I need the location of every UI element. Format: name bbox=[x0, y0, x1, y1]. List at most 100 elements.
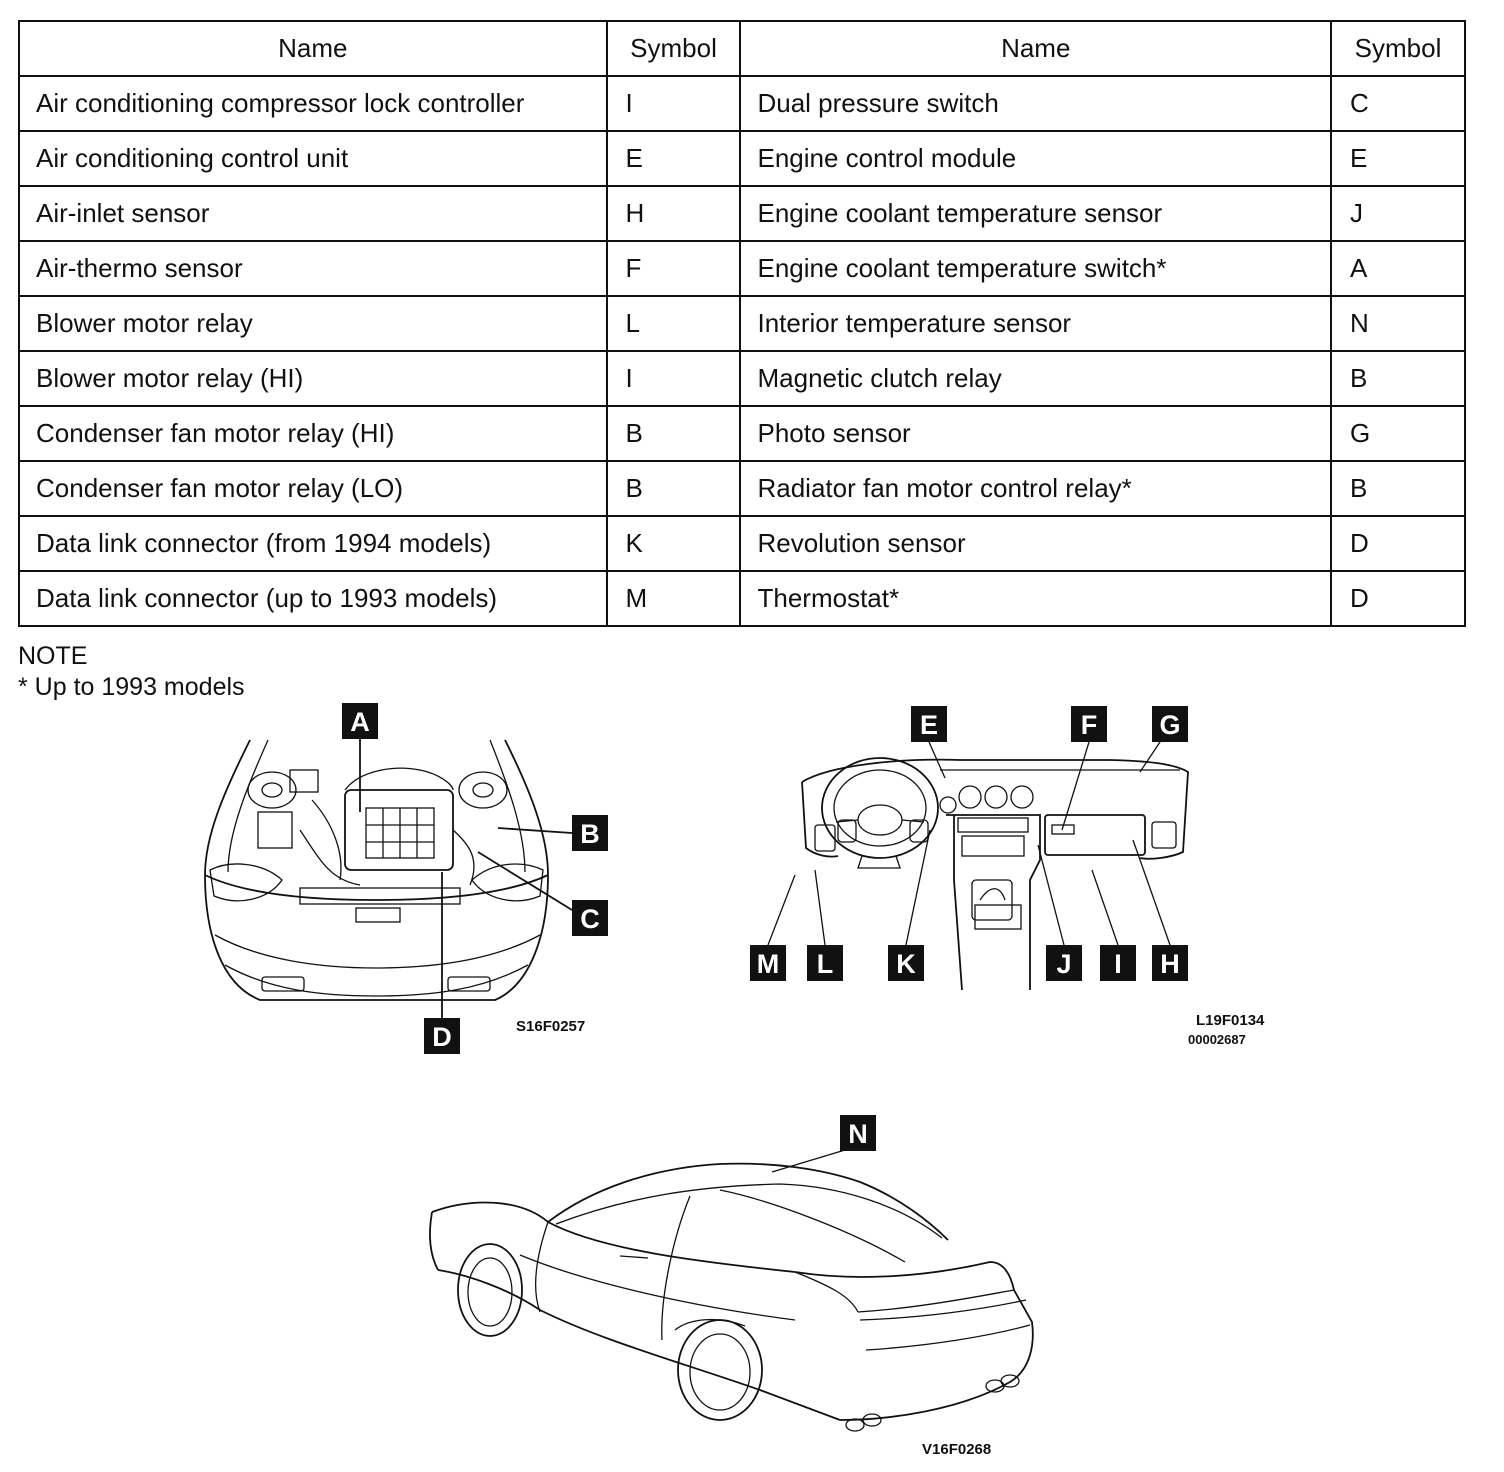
column-header-symbol-1: Symbol bbox=[605, 20, 742, 77]
callout-c-label: C bbox=[580, 904, 600, 934]
component-symbol: B bbox=[1330, 460, 1466, 517]
callout-j: J bbox=[1046, 945, 1082, 981]
table-row: Air conditioning compressor lock control… bbox=[18, 75, 1466, 132]
callout-a: A bbox=[342, 703, 378, 739]
callout-e-label: E bbox=[920, 710, 938, 740]
component-name: Radiator fan motor control relay* bbox=[739, 460, 1333, 517]
callout-l: L bbox=[807, 945, 843, 981]
component-name: Photo sensor bbox=[739, 405, 1333, 462]
component-name: Blower motor relay (HI) bbox=[18, 350, 608, 407]
column-header-symbol-2: Symbol bbox=[1330, 20, 1466, 77]
callout-c: C bbox=[572, 900, 608, 936]
component-symbol: J bbox=[1330, 185, 1466, 242]
car-body-drawing bbox=[429, 1162, 1034, 1432]
component-symbol: D bbox=[1330, 570, 1466, 627]
figure-code-dash: L19F0134 bbox=[1196, 1012, 1265, 1029]
component-symbol: B bbox=[605, 460, 742, 517]
component-symbol: N bbox=[1330, 295, 1466, 352]
callout-j-label: J bbox=[1056, 949, 1071, 979]
note-title: NOTE bbox=[18, 642, 88, 670]
table-header-row: Name Symbol Name Symbol bbox=[18, 20, 1466, 77]
component-symbol: K bbox=[605, 515, 742, 572]
callout-g: G bbox=[1152, 706, 1188, 742]
component-symbol: D bbox=[1330, 515, 1466, 572]
leader-line-g bbox=[1139, 741, 1161, 773]
callout-b: B bbox=[572, 815, 608, 851]
component-symbol: A bbox=[1330, 240, 1466, 297]
callout-n-label: N bbox=[848, 1119, 868, 1149]
leader-line-j bbox=[1037, 844, 1065, 946]
callout-a-label: A bbox=[350, 707, 370, 737]
leader-line-b bbox=[497, 827, 573, 834]
component-symbol: H bbox=[605, 185, 742, 242]
component-symbol: I bbox=[605, 350, 742, 407]
callout-i-label: I bbox=[1114, 949, 1122, 979]
component-symbol: B bbox=[1330, 350, 1466, 407]
callout-k: K bbox=[888, 945, 924, 981]
component-name: Air-inlet sensor bbox=[18, 185, 608, 242]
leader-line-e bbox=[928, 741, 946, 779]
component-name: Air conditioning control unit bbox=[18, 130, 608, 187]
component-name: Revolution sensor bbox=[739, 515, 1333, 572]
component-symbol: E bbox=[1330, 130, 1466, 187]
dashboard-figure: E F G M L K J I bbox=[750, 706, 1265, 1047]
component-symbol: C bbox=[1330, 75, 1466, 132]
component-name: Magnetic clutch relay bbox=[739, 350, 1333, 407]
callout-m: M bbox=[750, 945, 786, 981]
callout-i: I bbox=[1100, 945, 1136, 981]
component-name: Air conditioning compressor lock control… bbox=[18, 75, 608, 132]
callout-h: H bbox=[1152, 945, 1188, 981]
component-symbol: I bbox=[605, 75, 742, 132]
component-symbol: M bbox=[605, 570, 742, 627]
callout-f: F bbox=[1071, 706, 1107, 742]
callout-m-label: M bbox=[757, 949, 780, 979]
car-exterior-figure: N V16F0268 bbox=[429, 1115, 1034, 1458]
leader-line-h bbox=[1132, 839, 1171, 946]
component-symbol: E bbox=[605, 130, 742, 187]
component-symbol: B bbox=[605, 405, 742, 462]
component-name: Engine coolant temperature sensor bbox=[739, 185, 1333, 242]
dashboard-drawing bbox=[801, 757, 1189, 991]
figure-code-engine: S16F0257 bbox=[516, 1018, 585, 1035]
engine-compartment-figure: A B C D S16F0257 bbox=[204, 703, 608, 1054]
component-name: Condenser fan motor relay (HI) bbox=[18, 405, 608, 462]
column-header-name-2: Name bbox=[739, 20, 1333, 77]
leader-line-m bbox=[767, 874, 796, 946]
note-text: * Up to 1993 models bbox=[18, 673, 245, 701]
table-row: Data link connector (up to 1993 models)M… bbox=[18, 570, 1466, 627]
leader-line-i bbox=[1091, 869, 1119, 946]
component-name: Engine coolant temperature switch* bbox=[739, 240, 1333, 297]
callout-h-label: H bbox=[1160, 949, 1180, 979]
component-name: Data link connector (up to 1993 models) bbox=[18, 570, 608, 627]
callout-b-label: B bbox=[580, 819, 600, 849]
component-table: Name Symbol Name Symbol Air conditioning… bbox=[18, 20, 1466, 627]
figure-code-dash-2: 00002687 bbox=[1188, 1032, 1246, 1047]
callout-l-label: L bbox=[817, 949, 834, 979]
callout-f-label: F bbox=[1081, 710, 1098, 740]
callout-k-label: K bbox=[896, 949, 916, 979]
callout-d: D bbox=[424, 1018, 460, 1054]
component-name: Dual pressure switch bbox=[739, 75, 1333, 132]
component-name: Interior temperature sensor bbox=[739, 295, 1333, 352]
leader-line-f bbox=[1061, 741, 1090, 831]
callout-g-label: G bbox=[1159, 710, 1180, 740]
component-name: Data link connector (from 1994 models) bbox=[18, 515, 608, 572]
component-name: Thermostat* bbox=[739, 570, 1333, 627]
column-header-name-1: Name bbox=[18, 20, 608, 77]
component-name: Engine control module bbox=[739, 130, 1333, 187]
component-name: Blower motor relay bbox=[18, 295, 608, 352]
leader-line-k bbox=[905, 829, 931, 946]
component-name: Air-thermo sensor bbox=[18, 240, 608, 297]
figure-code-car: V16F0268 bbox=[922, 1441, 991, 1458]
callout-e: E bbox=[911, 706, 947, 742]
engine-bay-drawing bbox=[204, 739, 549, 1001]
component-name: Condenser fan motor relay (LO) bbox=[18, 460, 608, 517]
